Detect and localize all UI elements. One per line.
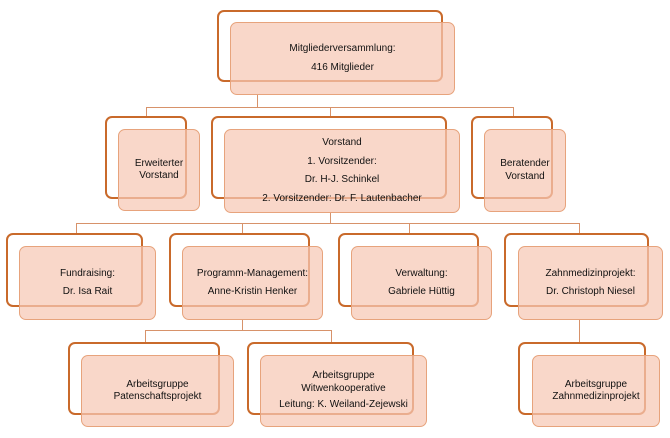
node-label: Vorstand	[505, 170, 545, 182]
node-label: 1. Vorsitzender:	[307, 155, 377, 167]
connector	[76, 223, 580, 224]
connector	[145, 330, 332, 331]
node-fundraising: Fundraising: Dr. Isa Rait	[19, 246, 156, 320]
node-label: Mitgliederversammlung:	[289, 43, 396, 54]
node-ag-zahnmedizinprojekt: Arbeitsgruppe Zahnmedizinprojekt	[532, 355, 660, 427]
node-label: Arbeitsgruppe	[312, 370, 375, 382]
connector	[76, 223, 77, 233]
connector	[513, 107, 514, 117]
connector	[242, 320, 243, 330]
node-ag-witwenkooperative: Arbeitsgruppe Witwenkooperative Leitung:…	[260, 355, 427, 427]
node-label: Arbeitsgruppe	[564, 378, 628, 390]
node-label: 2. Vorsitzender: Dr. F. Lautenbacher	[262, 192, 422, 204]
node-label: Arbeitsgruppe	[126, 378, 189, 390]
node-mitgliederversammlung: Mitgliederversammlung: 416 Mitglieder	[230, 22, 455, 95]
connector	[579, 223, 580, 233]
node-vorstand: Vorstand 1. Vorsitzender: Dr. H-J. Schin…	[224, 129, 460, 213]
node-beratender-vorstand: Beratender Vorstand	[484, 129, 566, 212]
connector	[145, 330, 146, 342]
node-label: Witwenkooperative	[301, 382, 386, 394]
node-label: Anne-Kristin Henker	[207, 286, 298, 297]
node-label: Gabriele Hüttig	[388, 286, 455, 297]
node-verwaltung: Verwaltung: Gabriele Hüttig	[351, 246, 492, 320]
node-ag-patenschaftsprojekt: Arbeitsgruppe Patenschaftsprojekt	[81, 355, 234, 427]
node-label: Programm-Management:	[196, 267, 309, 279]
node-label: Zahnmedizinprojekt:	[545, 267, 636, 279]
node-label: Beratender	[500, 158, 550, 169]
node-erweiterter-vorstand: Erweiterter Vorstand	[118, 129, 200, 211]
node-label: Zahnmedizinprojekt	[552, 391, 640, 402]
connector	[242, 223, 243, 233]
connector	[330, 107, 331, 117]
node-zahnmedizinprojekt: Zahnmedizinprojekt: Dr. Christoph Niesel	[518, 246, 663, 320]
node-label: Dr. Christoph Niesel	[546, 286, 635, 297]
connector	[257, 95, 258, 107]
connector	[331, 330, 332, 342]
node-label: Vorstand	[322, 137, 362, 148]
node-label: 416 Mitglieder	[311, 61, 374, 73]
node-label: Verwaltung:	[395, 267, 448, 279]
node-label: Erweiterter	[134, 157, 184, 169]
connector	[146, 107, 147, 117]
node-label: Vorstand	[139, 170, 179, 181]
connector	[409, 223, 410, 233]
node-label: Dr. H-J. Schinkel	[304, 174, 380, 185]
node-label: Dr. Isa Rait	[62, 286, 113, 297]
node-label: Leitung: K. Weiland-Zejewski	[279, 399, 408, 411]
node-programm-management: Programm-Management: Anne-Kristin Henker	[182, 246, 323, 320]
node-label: Fundraising:	[59, 267, 116, 279]
connector	[579, 320, 580, 342]
node-label: Patenschaftsprojekt	[113, 391, 202, 402]
connector	[330, 213, 331, 223]
